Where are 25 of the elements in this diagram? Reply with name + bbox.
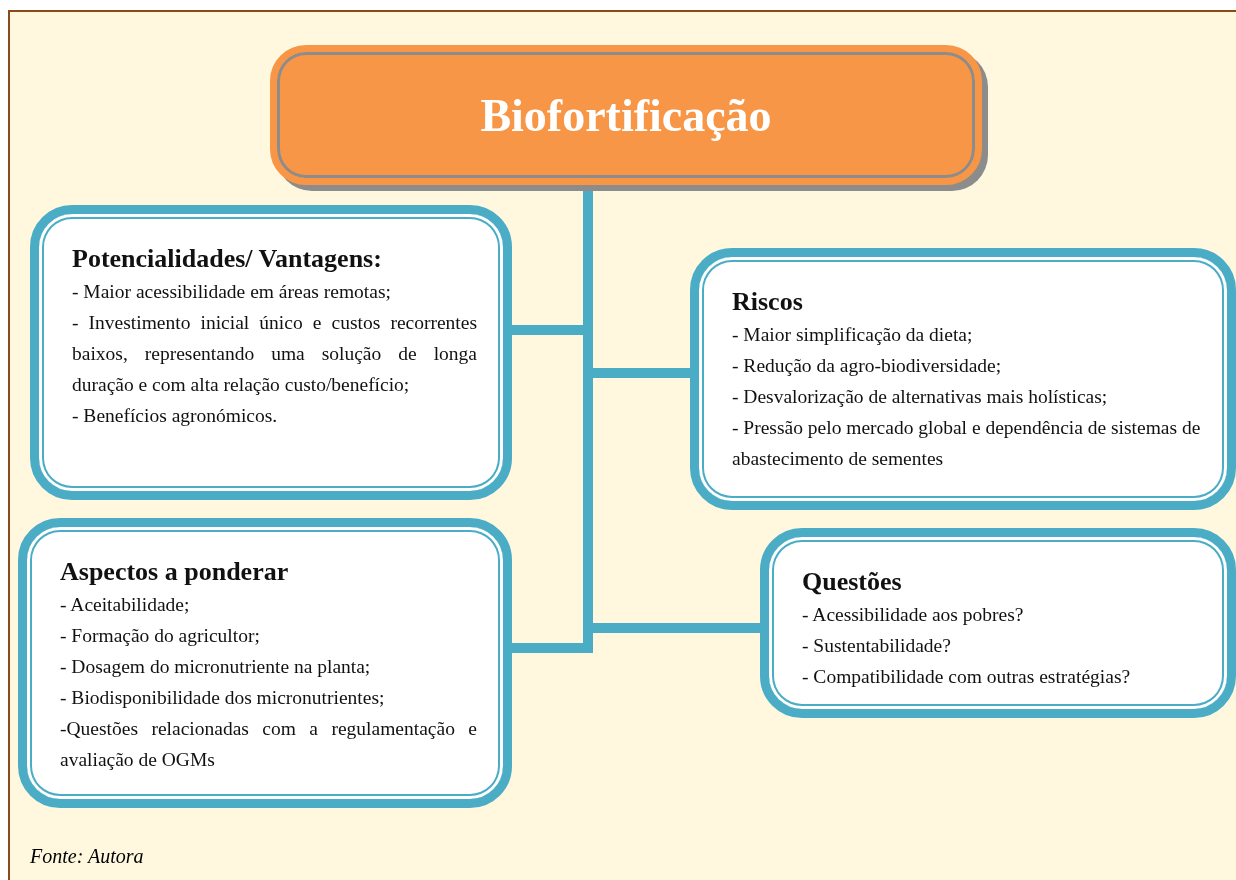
list-item: - Benefícios agronómicos.: [72, 404, 279, 428]
list-item: - Investimento inicial único e custos recorrentes baixos, representando uma solução de longa duração e com alta relação custo/benefício;: [72, 311, 477, 397]
heading-text: Questões: [802, 567, 903, 597]
heading-text: Riscos: [732, 287, 804, 317]
list-item: - Sustentabilidade?: [802, 634, 952, 658]
source-caption: Fonte: Autora: [30, 845, 144, 868]
list-item: - Acessibilidade aos pobres?: [802, 603, 1025, 627]
list-item: - Compatibilidade com outras estratégias?: [802, 665, 1132, 689]
heading-text: Aspectos a ponderar: [60, 557, 290, 587]
list-item: -Questões relacionadas com a regulamentação e avaliação de OGMs: [60, 717, 477, 772]
list-item: - Redução da agro-biodiversidade;: [732, 354, 1003, 378]
category-box: [760, 528, 1236, 718]
list-item: - Desvalorização de alternativas mais holísticas;: [732, 385, 1109, 409]
list-item: - Maior simplificação da dieta;: [732, 323, 974, 347]
category-box: [30, 205, 512, 500]
list-item: - Formação do agricultor;: [60, 624, 261, 648]
title-text: Biofortificação: [480, 88, 772, 142]
category-box: [690, 248, 1236, 510]
list-item: - Biodisponibilidade dos micronutrientes;: [60, 686, 386, 710]
heading-text: Potencialidades/ Vantagens:: [72, 244, 383, 274]
category-box: [18, 518, 512, 808]
list-item: - Maior acessibilidade em áreas remotas;: [72, 280, 392, 304]
list-item: - Pressão pelo mercado global e dependência de sistemas de abastecimento de sementes: [732, 416, 1201, 471]
list-item: - Dosagem do micronutriente na planta;: [60, 655, 372, 679]
list-item: - Aceitabilidade;: [60, 593, 191, 617]
